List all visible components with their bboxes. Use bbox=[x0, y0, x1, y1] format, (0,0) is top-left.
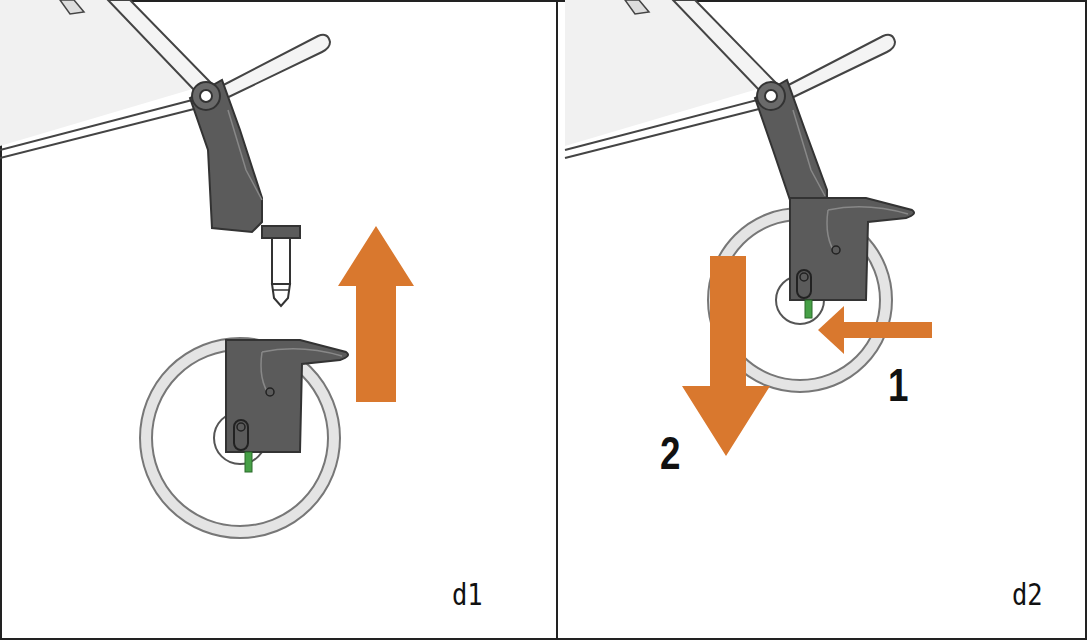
arrow-down bbox=[682, 256, 770, 456]
arrow-left bbox=[818, 306, 932, 354]
left-wheel bbox=[140, 338, 348, 538]
callout-number: 1 bbox=[888, 362, 908, 408]
callout-number: 2 bbox=[660, 430, 680, 476]
panel-label: d1 bbox=[452, 580, 483, 610]
arrow-up bbox=[338, 226, 414, 402]
panel-label: d2 bbox=[1012, 580, 1043, 610]
left-chassis bbox=[0, 0, 330, 306]
right-chassis bbox=[565, 0, 895, 200]
